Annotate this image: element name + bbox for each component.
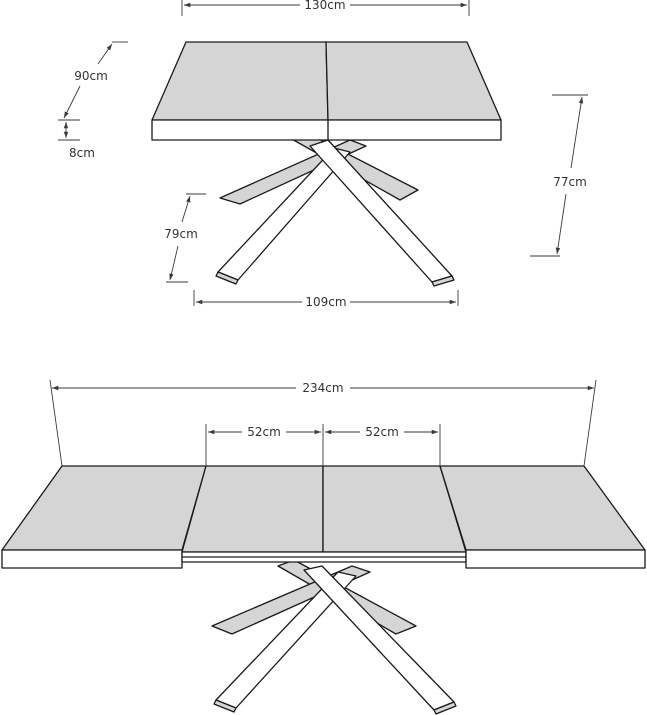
extended-length-label: 234cm (302, 381, 343, 395)
closed-leg-depth-dimension: 79cm (164, 193, 206, 283)
extended-front-leg-left-side (213, 699, 237, 713)
extended-leaf-right (439, 465, 646, 551)
closed-height-label: 77cm (553, 175, 587, 189)
closed-depth-label: 90cm (74, 69, 108, 83)
closed-tabletop-right (325, 41, 502, 121)
closed-table (151, 41, 502, 287)
closed-leg-width-dimension: 109cm (193, 290, 459, 309)
extended-table (1, 465, 646, 715)
extended-right-leaf-label: 52cm (365, 425, 399, 439)
extended-leaf-left-edge (1, 549, 183, 569)
extended-leaf-left (1, 465, 207, 551)
closed-leg-width-label: 109cm (305, 295, 346, 309)
closed-tabletop-left (151, 41, 329, 121)
extended-center-left (181, 465, 324, 553)
closed-leg-depth-label: 79cm (164, 227, 198, 241)
closed-thickness-dimension: 8cm (58, 122, 95, 160)
closed-width-dimension: 130cm (181, 0, 470, 16)
closed-thickness-label: 8cm (69, 146, 95, 160)
closed-height-dimension: 77cm (530, 94, 588, 257)
closed-width-label: 130cm (304, 0, 345, 12)
extended-left-leaf-label: 52cm (247, 425, 281, 439)
closed-depth-dimension: 90cm (58, 41, 128, 121)
closed-front-leg-right (309, 139, 453, 283)
extended-leaf-right-edge (465, 549, 646, 569)
closed-front-leg-right-side (431, 275, 455, 287)
extended-left-leaf-dimension: 52cm (205, 424, 324, 466)
extended-front-leg-right-side (433, 701, 457, 715)
closed-front-leg-left-side (215, 271, 239, 285)
extended-length-dimension: 234cm (49, 379, 597, 467)
closed-tabletop-edge (151, 119, 502, 141)
extended-right-leaf-dimension: 52cm (325, 424, 441, 466)
extended-front-leg-right (303, 565, 455, 711)
